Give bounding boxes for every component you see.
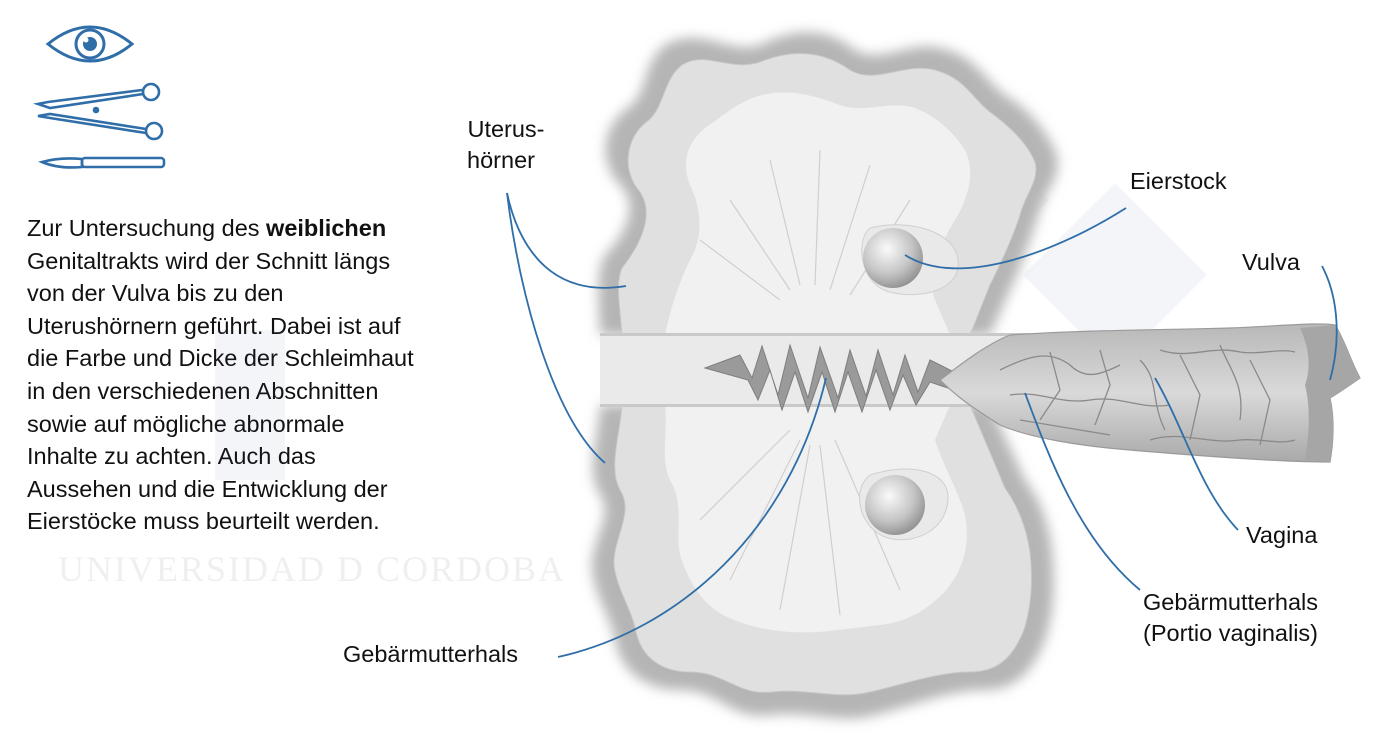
description-text: Zur Untersuchung des weiblichen Genitalt… [27,212,417,538]
upper-uterine-horn [598,32,1058,336]
vagina [939,323,1361,463]
label-cervix: Gebärmutterhals [343,641,519,667]
leader-vulva [1321,265,1338,381]
label-cervix-portio-line2: (Portio vaginalis) [1143,620,1319,646]
eye-icon [45,25,135,63]
label-uterus-horns-line1: Uterus- [467,116,545,142]
description-after-bold: Genitaltrakts wird der Schnitt längs von… [27,247,414,535]
label-cervix-portio: Gebärmutterhals (Portio vaginalis) [1143,587,1318,649]
description-bold: weiblichen [266,215,387,241]
leader-uterus-horns-upper [506,192,627,289]
label-uterus-horns: Uterus- hörner [460,114,552,176]
leader-cervix [557,377,827,658]
label-ovary: Eierstock [1130,168,1227,194]
leader-vagina [1154,377,1239,531]
leader-ovary [904,207,1127,270]
label-uterus-horns-line2: hörner [467,147,535,173]
leader-uterus-horns-lower [506,192,606,464]
tool-icons [32,25,166,169]
scalpel-icon [38,156,166,169]
leader-cervix-portio [1024,392,1141,591]
label-vulva: Vulva [1242,249,1300,275]
lower-uterine-horn [591,404,1054,719]
label-cervix-portio-line1: Gebärmutterhals [1143,589,1319,615]
leader-lines [506,192,1338,658]
label-vagina: Vagina [1246,522,1318,548]
ovaries [859,224,959,541]
scissors-icon [32,82,164,141]
watermark-text: UNIVERSIDAD D CORDOBA [58,549,567,589]
description-before-bold: Zur Untersuchung des [27,215,267,241]
